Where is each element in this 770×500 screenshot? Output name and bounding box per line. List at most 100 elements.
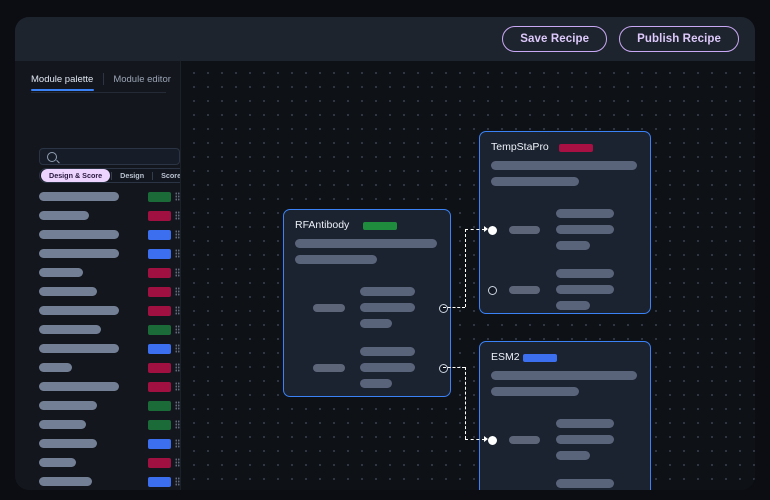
filter-chip-design-and-score[interactable]: Design & Score — [41, 169, 111, 182]
tab-module-editor[interactable]: Module editor — [113, 74, 171, 85]
drag-handle-icon[interactable] — [175, 458, 180, 467]
node-field-value-placeholder — [556, 301, 590, 310]
palette-item-label-placeholder — [39, 382, 119, 391]
palette-item[interactable] — [15, 415, 180, 434]
node-port-left[interactable] — [488, 435, 497, 445]
node-field-value-placeholder — [556, 225, 614, 234]
filter-chip-score[interactable]: Score — [161, 171, 180, 180]
node-title: ESM2 — [491, 351, 520, 363]
palette-item[interactable] — [15, 320, 180, 339]
module-sidebar: Module palette Module editor Design & Sc… — [15, 61, 180, 490]
palette-item-label-placeholder — [39, 401, 97, 410]
node-field-value-placeholder — [360, 363, 415, 372]
node-description-placeholder — [295, 239, 437, 248]
palette-item[interactable] — [15, 206, 180, 225]
save-recipe-button[interactable]: Save Recipe — [502, 26, 608, 52]
drag-handle-icon[interactable] — [175, 306, 180, 315]
palette-item-label-placeholder — [39, 306, 119, 315]
drag-handle-icon[interactable] — [175, 325, 180, 334]
edge-arrowhead-icon — [483, 226, 488, 232]
palette-item[interactable] — [15, 377, 180, 396]
drag-handle-icon[interactable] — [175, 192, 180, 201]
drag-handle-icon[interactable] — [175, 230, 180, 239]
palette-item-tag — [148, 457, 171, 468]
palette-item-label-placeholder — [39, 192, 119, 201]
node-description-placeholder — [491, 177, 579, 186]
filter-chip-design[interactable]: Design — [120, 171, 145, 180]
tab-module-palette[interactable]: Module palette — [31, 74, 103, 91]
palette-item-tag — [148, 267, 171, 278]
search-icon — [47, 151, 57, 162]
palette-item[interactable] — [15, 453, 180, 472]
palette-item-label-placeholder — [39, 439, 97, 448]
node-port-left[interactable] — [488, 285, 497, 295]
edge-segment — [464, 229, 485, 231]
node-field-value-placeholder — [360, 287, 415, 296]
node-field-value-placeholder — [360, 379, 392, 388]
node-type-badge — [363, 222, 397, 230]
search-input[interactable] — [39, 148, 180, 165]
edge-segment — [442, 307, 465, 309]
filter-divider — [152, 171, 154, 180]
palette-item[interactable] — [15, 187, 180, 206]
edge-arrowhead-icon — [483, 436, 488, 442]
node-field-value-placeholder — [556, 241, 590, 250]
edge-segment — [464, 229, 467, 307]
header-actions: Save Recipe Publish Recipe — [502, 26, 739, 52]
palette-item-tag — [148, 191, 171, 202]
palette-item[interactable] — [15, 282, 180, 301]
node-card-esm2[interactable]: ESM2 — [479, 341, 651, 490]
node-description-placeholder — [491, 387, 579, 396]
palette-item-label-placeholder — [39, 249, 119, 258]
drag-handle-icon[interactable] — [175, 382, 180, 391]
edge-segment — [464, 439, 485, 441]
node-card-tempstapro[interactable]: TempStaPro — [479, 131, 651, 314]
palette-item[interactable] — [15, 301, 180, 320]
palette-item-tag — [148, 343, 171, 354]
palette-item-tag — [148, 381, 171, 392]
node-field-value-placeholder — [556, 269, 614, 278]
palette-item[interactable] — [15, 244, 180, 263]
palette-item[interactable] — [15, 472, 180, 490]
palette-item[interactable] — [15, 225, 180, 244]
palette-item[interactable] — [15, 434, 180, 453]
node-title: TempStaPro — [491, 141, 549, 153]
palette-item-label-placeholder — [39, 458, 76, 467]
palette-item-tag — [148, 210, 171, 221]
palette-item[interactable] — [15, 263, 180, 282]
publish-recipe-button[interactable]: Publish Recipe — [619, 26, 739, 52]
node-port-right[interactable] — [439, 363, 448, 373]
drag-handle-icon[interactable] — [175, 363, 180, 372]
palette-item-label-placeholder — [39, 344, 119, 353]
drag-handle-icon[interactable] — [175, 344, 180, 353]
node-port-left[interactable] — [488, 225, 497, 235]
node-card-rfantibody[interactable]: RFAntibody — [283, 209, 451, 397]
palette-item-tag — [148, 438, 171, 449]
drag-handle-icon[interactable] — [175, 211, 180, 220]
node-field-value-placeholder — [360, 319, 392, 328]
palette-item-label-placeholder — [39, 268, 83, 277]
edge-segment — [442, 367, 465, 369]
node-description-placeholder — [295, 255, 377, 264]
drag-handle-icon[interactable] — [175, 268, 180, 277]
node-field-value-placeholder — [556, 479, 614, 488]
drag-handle-icon[interactable] — [175, 420, 180, 429]
palette-item[interactable] — [15, 396, 180, 415]
palette-item-label-placeholder — [39, 477, 92, 486]
drag-handle-icon[interactable] — [175, 249, 180, 258]
sidebar-tabs: Module palette Module editor — [31, 73, 180, 91]
node-field-value-placeholder — [556, 435, 614, 444]
node-port-right[interactable] — [439, 303, 448, 313]
palette-item[interactable] — [15, 339, 180, 358]
palette-item[interactable] — [15, 358, 180, 377]
node-type-badge — [523, 354, 557, 362]
drag-handle-icon[interactable] — [175, 477, 180, 486]
drag-handle-icon[interactable] — [175, 439, 180, 448]
app-body: Module palette Module editor Design & Sc… — [15, 61, 755, 490]
drag-handle-icon[interactable] — [175, 401, 180, 410]
drag-handle-icon[interactable] — [175, 287, 180, 296]
module-palette-list[interactable] — [15, 187, 180, 490]
palette-item-tag — [148, 419, 171, 430]
sidebar-divider — [180, 61, 181, 490]
